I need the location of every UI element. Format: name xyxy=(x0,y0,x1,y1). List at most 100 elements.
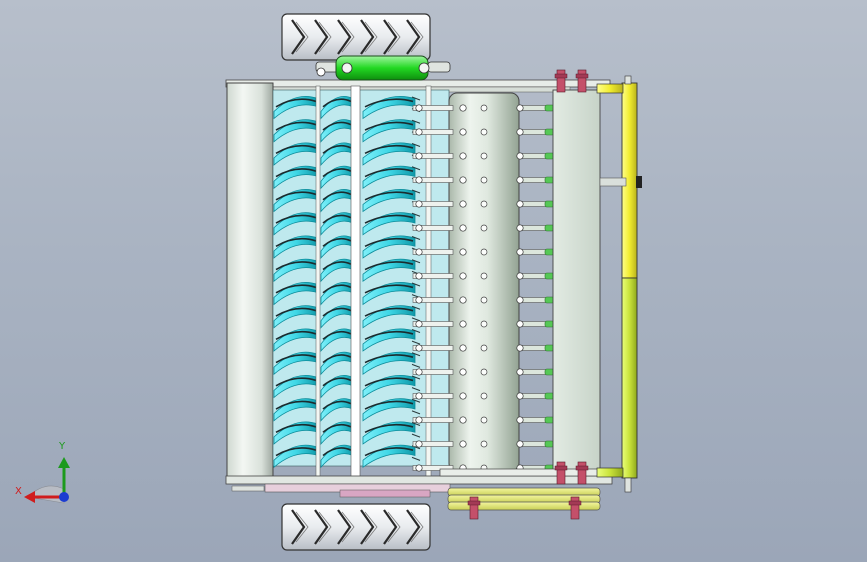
pin-right-head xyxy=(516,128,524,136)
spiral-blade-edge xyxy=(322,423,352,433)
pin-left xyxy=(412,465,454,471)
pin-left-head xyxy=(415,464,423,472)
pin-mid-head xyxy=(459,248,467,256)
drive-linkage xyxy=(231,483,451,498)
pin-left xyxy=(412,393,454,399)
side-rail-mount-bottom xyxy=(624,477,632,493)
pin-left xyxy=(412,201,454,207)
bolt-nut xyxy=(554,465,568,471)
spiral-blade-edge xyxy=(275,284,317,294)
tread-chevron-edge xyxy=(364,21,378,53)
pin-array xyxy=(412,104,556,472)
spiral-blade-edge xyxy=(322,307,352,317)
pin-left-head xyxy=(415,224,423,232)
perforated-drum xyxy=(448,92,520,472)
spiral-blade-edge xyxy=(322,191,352,201)
drum-hole xyxy=(480,392,488,400)
spiral-blade-edge xyxy=(275,237,317,247)
axis-triad xyxy=(24,457,70,504)
tread-chevron xyxy=(360,509,375,545)
side-rail-olive xyxy=(621,277,638,479)
pin-right-head xyxy=(516,200,524,208)
spiral-blade-edge xyxy=(364,354,414,364)
spiral-blade-edge xyxy=(275,307,317,317)
tread-chevron-edge xyxy=(387,511,401,543)
pin-left-head xyxy=(415,104,423,112)
blade-tick xyxy=(411,166,421,171)
pin-left xyxy=(412,441,454,447)
tread-chevron-edge xyxy=(318,21,332,53)
pin-left xyxy=(412,225,454,231)
drum-hole xyxy=(480,416,488,424)
shaft-rod-center xyxy=(350,85,361,495)
tread-chevron xyxy=(337,509,352,545)
triad-z-axis xyxy=(59,492,69,502)
bolt xyxy=(577,69,587,93)
blade-tick xyxy=(411,340,421,345)
blade-tick xyxy=(411,96,421,101)
spiral-blade-edge xyxy=(364,377,414,387)
pin-left-head xyxy=(415,128,423,136)
tread-chevron-edge xyxy=(295,21,309,53)
blade-tick xyxy=(411,387,421,392)
pin-left-head xyxy=(415,344,423,352)
right-lower-rail xyxy=(439,468,623,477)
drum-hole xyxy=(480,296,488,304)
blade-tick xyxy=(411,143,421,147)
spiral-blade-edge xyxy=(364,168,414,178)
spiral-blade-edge xyxy=(322,98,352,108)
left-hood-cover xyxy=(226,82,274,484)
spiral-blade-edge xyxy=(322,168,352,178)
pin-mid-head xyxy=(459,440,467,448)
blade-tick xyxy=(411,410,421,415)
blade-tick xyxy=(411,329,421,333)
spiral-blade-edge xyxy=(364,214,414,224)
pin-mid-head xyxy=(459,296,467,304)
triad-x-label: X xyxy=(15,486,22,497)
bolt xyxy=(577,461,587,485)
pin-left-head xyxy=(415,248,423,256)
tread-chevron-edge xyxy=(341,21,355,53)
pin-left-head xyxy=(415,368,423,376)
pin-left xyxy=(412,345,454,351)
bolt xyxy=(570,496,580,520)
blade-tick xyxy=(411,433,421,438)
tread-chevron xyxy=(360,19,375,55)
spiral-blade-edge xyxy=(275,191,317,201)
blade-tick xyxy=(411,119,421,124)
spiral-blade-edge xyxy=(322,400,352,410)
side-rail-bracket-top xyxy=(596,83,624,94)
drum-hole xyxy=(480,272,488,280)
tread-chevron xyxy=(337,19,352,55)
pin-mid-head xyxy=(459,392,467,400)
tread-chevron xyxy=(383,19,398,55)
tread-chevron-edge xyxy=(410,511,424,543)
pin-left-head xyxy=(415,416,423,424)
blade-tick xyxy=(411,259,421,264)
drum-hole xyxy=(480,368,488,376)
tread-chevron-edge xyxy=(295,511,309,543)
pin-mid-head xyxy=(459,104,467,112)
pin-right-head xyxy=(516,152,524,160)
drum-hole xyxy=(480,248,488,256)
bottom-tire-tread xyxy=(291,509,424,545)
mounting-bolts xyxy=(467,69,589,520)
pin-mid-head xyxy=(459,368,467,376)
spiral-blade-edge xyxy=(322,377,352,387)
tread-chevron xyxy=(314,19,329,55)
bottom-wheel xyxy=(281,503,431,551)
drum-hole xyxy=(480,152,488,160)
spiral-blade-edge xyxy=(364,237,414,248)
triad-y-label: Y xyxy=(59,441,66,452)
spiral-blade-edge xyxy=(322,261,352,271)
spiral-blade-edge xyxy=(275,377,317,387)
spiral-blade-edge xyxy=(364,121,414,131)
drum-hole xyxy=(480,440,488,448)
tread-chevron-edge xyxy=(341,511,355,543)
blade-tick xyxy=(411,352,421,357)
pin-left-head xyxy=(415,392,423,400)
bolt-nut xyxy=(554,73,568,79)
drum-hole xyxy=(480,104,488,112)
